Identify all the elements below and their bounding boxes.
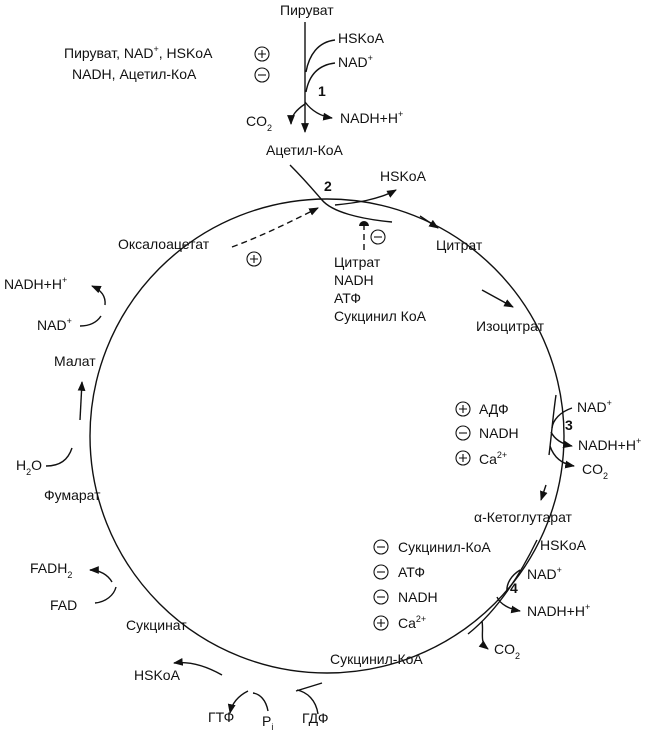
plus-icon-glyph [459,405,467,413]
hskoa-label-5: HSKoA [134,667,181,683]
plus-icon [254,46,270,62]
hskoa-out-5 [173,658,223,676]
aketoglutarate-label: α-Кетоглутарат [474,509,573,525]
enzyme-3: 3 [565,417,573,433]
acetylcoa-entry-arrow [289,164,393,223]
citrate-label: Цитрат [436,237,483,253]
hskoa-label-4: HSKoA [540,537,587,553]
plus-icon-glyph [258,50,266,58]
co2-out-4 [478,620,489,650]
nadh-out-4 [496,596,521,614]
plus-icon-glyph [377,619,385,627]
minus-icon [370,229,386,245]
nad-in-3 [551,407,573,429]
minus-icon [254,67,270,83]
reg4-activator: Ca2+ [398,614,426,631]
succinylcoa-label: Сукцинил-КоА [330,651,423,667]
nad-in-4 [506,569,521,593]
acetylcoa-label: Ацетил-КоА [266,142,344,158]
plus-icon [455,401,471,417]
isocitrate-label: Изоцитрат [476,318,545,334]
to-citrate-arrow [419,215,439,229]
to-malate-arrow [77,381,86,421]
reg2-inhibitor: АТФ [334,290,361,306]
co2-label-1: CO2 [246,113,272,133]
pi-label: Pi [262,713,273,731]
reg1-activators: Пируват, NAD+, HSKoA [64,44,213,61]
to-aketoglutarate-arrow [540,484,548,501]
enzyme-1: 1 [318,83,326,99]
nadh-label-1: NADH+H+ [340,109,403,126]
nad-label-3: NAD+ [577,398,612,415]
succinate-label: Сукцинат [126,617,187,633]
minus-icon [455,425,471,441]
malate-label: Малат [54,353,96,369]
plus-icon-glyph [459,454,467,462]
gdp-label: ГДФ [302,710,328,726]
nad-in-1 [305,62,336,93]
nad-label-malate: NAD+ [37,316,72,333]
cycle-ring [89,198,565,674]
nadh-label-3: NADH+H+ [578,436,641,453]
hskoa-in-1 [305,39,336,73]
h2o-label: H2O [16,457,42,477]
h2o-in [45,447,73,467]
minus-icon [373,589,389,605]
nad-label-4: NAD+ [527,565,562,582]
gtp-out [227,690,249,714]
enzyme-4: 4 [510,580,518,596]
pi-in [252,692,269,712]
inhibition-cap-icon [359,221,369,226]
fadh2-out [89,566,113,583]
nadh-out-1 [304,101,333,121]
nadh-out-malate [91,285,106,306]
co2-label-3: CO2 [582,461,608,481]
pyruvate-label: Пируват [280,2,334,18]
fumarate-label: Фумарат [44,487,101,503]
oxaloacetate-activation-arrow [231,207,319,248]
co2-label-4: CO2 [494,641,520,661]
reg2-inhibitor: Цитрат [334,254,381,270]
plus-icon [455,450,471,466]
hskoa-label-1: HSKoA [338,30,385,46]
gtp-label: ГТФ [208,709,234,725]
to-isocitrate-arrow [481,289,514,308]
reg3-inhibitor: NADH [479,425,519,441]
nadh-label-4: NADH+H+ [527,602,590,619]
enzyme-2: 2 [324,178,332,194]
minus-icon [373,564,389,580]
nad-in-malate [79,315,102,327]
fadh2-label: FADH2 [30,560,72,580]
minus-icon [373,539,389,555]
reg2-inhibitor: Сукцинил КоА [334,308,427,324]
nadh-out-3 [550,431,573,449]
fad-in [94,586,117,604]
co2-out-3 [549,445,575,469]
reg3-activator: АДФ [479,401,509,417]
oxaloacetate-label: Оксалоацетат [118,236,210,252]
reg4-inhibitor: NADH [398,589,438,605]
nad-label-1: NAD+ [338,53,373,70]
cycle-segment-bottom [295,682,323,692]
reg4-inhibitor: АТФ [398,564,425,580]
plus-icon [246,251,262,267]
reg2-inhibitor: NADH [334,272,374,288]
reg1-inhibitors: NADH, Ацетил-КоА [72,66,197,82]
nadh-label-malate: NADH+H+ [4,275,67,292]
hskoa-label-2: HSKoA [380,168,427,184]
co2-out-1 [287,103,306,125]
plus-icon-glyph [250,255,258,263]
reg3-activator: Ca2+ [479,450,507,467]
plus-icon [373,615,389,631]
reg4-inhibitor: Сукцинил-КоА [398,539,491,555]
hskoa-out-2 [334,189,397,206]
gdp-in [296,689,319,715]
fad-label: FAD [50,597,77,613]
